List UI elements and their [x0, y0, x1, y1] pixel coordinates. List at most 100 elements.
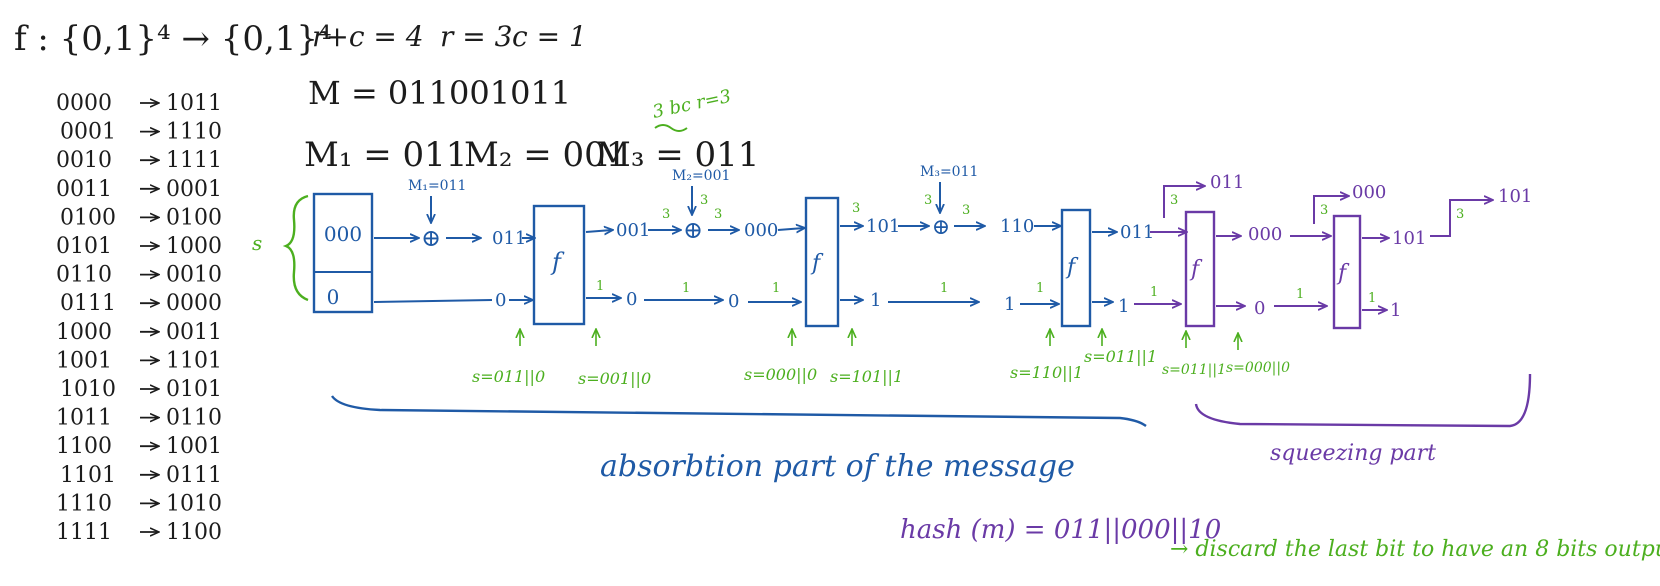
state-annotations: s=011||0 s=001||0 s=000||0 s=101||1 s=11…: [472, 330, 1290, 388]
f-box-1: [532, 204, 586, 326]
param-c: c = 1: [512, 20, 587, 53]
discard-note: → discard the last bit to have an 8 bits…: [1170, 537, 1660, 562]
sbox-output: 1001: [166, 434, 222, 459]
width-label: 3: [714, 207, 722, 222]
message-block-1: M₁ = 011: [304, 135, 467, 175]
sbox-output: 0101: [166, 377, 222, 402]
width-label: 3: [1170, 193, 1178, 208]
state-1: s=011||0: [472, 367, 545, 386]
arrow: [777, 228, 804, 230]
width-label: 3: [700, 193, 708, 208]
sbox-input: 1100: [56, 434, 112, 459]
bottom-value-8: 1: [1390, 300, 1401, 321]
state-8: s=000||0: [1226, 360, 1290, 376]
sbox-input: 1011: [56, 406, 112, 431]
one-label: 1: [1036, 281, 1044, 296]
sbox-input: 1101: [60, 463, 116, 488]
f-box-4-label: f: [1189, 257, 1203, 282]
sbox-input: 1111: [56, 520, 112, 545]
state-5: s=110||1: [1010, 363, 1083, 382]
output-3: 101: [1498, 186, 1532, 207]
m1-input-label: M₁=011: [408, 178, 466, 194]
note-3-bits: 3 bc r=3: [651, 86, 733, 123]
sbox-input: 0011: [56, 177, 112, 202]
width-label: 3: [1320, 203, 1328, 218]
width-label: 3: [662, 207, 670, 222]
note-underline-tilde: [654, 124, 688, 132]
sbox-output: 1101: [166, 348, 222, 373]
initial-state-box: [312, 192, 374, 314]
sbox-output: 0010: [166, 263, 222, 288]
arrow: [585, 230, 612, 232]
sbox-output: 1110: [166, 120, 222, 145]
output-2: 000: [1352, 182, 1386, 203]
sbox-output: 1011: [166, 91, 222, 116]
bottom-value-4: 1: [870, 290, 881, 311]
bottom-value-5: 1: [1004, 294, 1015, 315]
xor-2-symbol: ⊕: [683, 216, 703, 244]
squeezing-label: squeezing part: [1270, 441, 1436, 466]
f-box-3-label: f: [1065, 255, 1079, 280]
message-definition: M = 011001011: [308, 74, 571, 112]
sbox-output: 1111: [166, 148, 222, 173]
top-value-3: 000: [744, 220, 778, 241]
state-7: s=011||1: [1162, 362, 1226, 378]
arrow: [373, 299, 493, 303]
top-value-6: 011: [1120, 222, 1154, 243]
one-label: 1: [772, 281, 780, 296]
m2-input-label: M₂=001: [672, 168, 730, 184]
sbox-input: 0101: [56, 234, 112, 259]
output-1-arrow: [1163, 186, 1204, 218]
sbox-output: 0111: [166, 463, 222, 488]
bottom-value-2: 0: [626, 289, 637, 310]
one-label: 1: [682, 281, 690, 296]
state-4: s=101||1: [830, 367, 903, 386]
m3-input-label: M₃=011: [920, 164, 978, 180]
width-label: 3: [924, 193, 932, 208]
sbox-input: 1010: [60, 377, 116, 402]
sbox-output: 0000: [166, 291, 222, 316]
param-sum: r+c = 4: [312, 20, 424, 53]
sbox-output: 0100: [166, 205, 222, 230]
xor-3-symbol: ⊕: [932, 215, 950, 240]
sbox-input: 0001: [60, 120, 116, 145]
f-box-1-label: f: [550, 248, 565, 276]
squeezing-brace: [1194, 373, 1532, 428]
f-box-4: [1184, 210, 1216, 328]
function-definition: f : {0,1}⁴ → {0,1}⁴: [14, 19, 332, 59]
hash-result: hash (m) = 011||000||10: [900, 515, 1221, 545]
sbox-input: 0111: [60, 291, 116, 316]
sbox-table: 0000 1011 0001 1110 0010 1111 0011 0001 0100 0100…: [56, 91, 222, 545]
top-value-1: 011: [492, 228, 526, 249]
sbox-output: 0001: [166, 177, 222, 202]
f-box-2: [804, 196, 840, 328]
f-box-3: [1060, 208, 1092, 328]
sbox-input: 1110: [56, 491, 112, 516]
absorption-label: absorbtion part of the message: [600, 449, 1075, 484]
sbox-input: 0110: [56, 263, 112, 288]
state-brace: [282, 194, 309, 302]
f-box-2-label: f: [810, 251, 824, 276]
sbox-output: 1100: [166, 520, 222, 545]
one-label: 1: [596, 279, 604, 294]
top-value-2: 001: [616, 220, 650, 241]
top-value-8: 101: [1392, 228, 1426, 249]
state-3: s=000||0: [744, 365, 817, 384]
sbox-output: 0011: [166, 320, 222, 345]
sbox-input: 1001: [56, 348, 112, 373]
bottom-value-3: 0: [728, 291, 739, 312]
sbox-output: 1000: [166, 234, 222, 259]
sbox-input: 0100: [60, 205, 116, 230]
output-2-arrow: [1313, 196, 1348, 224]
xor-1-symbol: ⊕: [421, 224, 441, 252]
bottom-value-1: 0: [495, 290, 506, 311]
output-1: 011: [1210, 172, 1244, 193]
width-label: 3: [1456, 207, 1464, 222]
top-value-5: 110: [1000, 216, 1034, 237]
f-box-5: [1332, 214, 1362, 330]
width-label: 3: [852, 201, 860, 216]
width-label: 3: [962, 203, 970, 218]
output-3-arrow: [1430, 200, 1492, 237]
state-6: s=011||1: [1084, 347, 1157, 366]
